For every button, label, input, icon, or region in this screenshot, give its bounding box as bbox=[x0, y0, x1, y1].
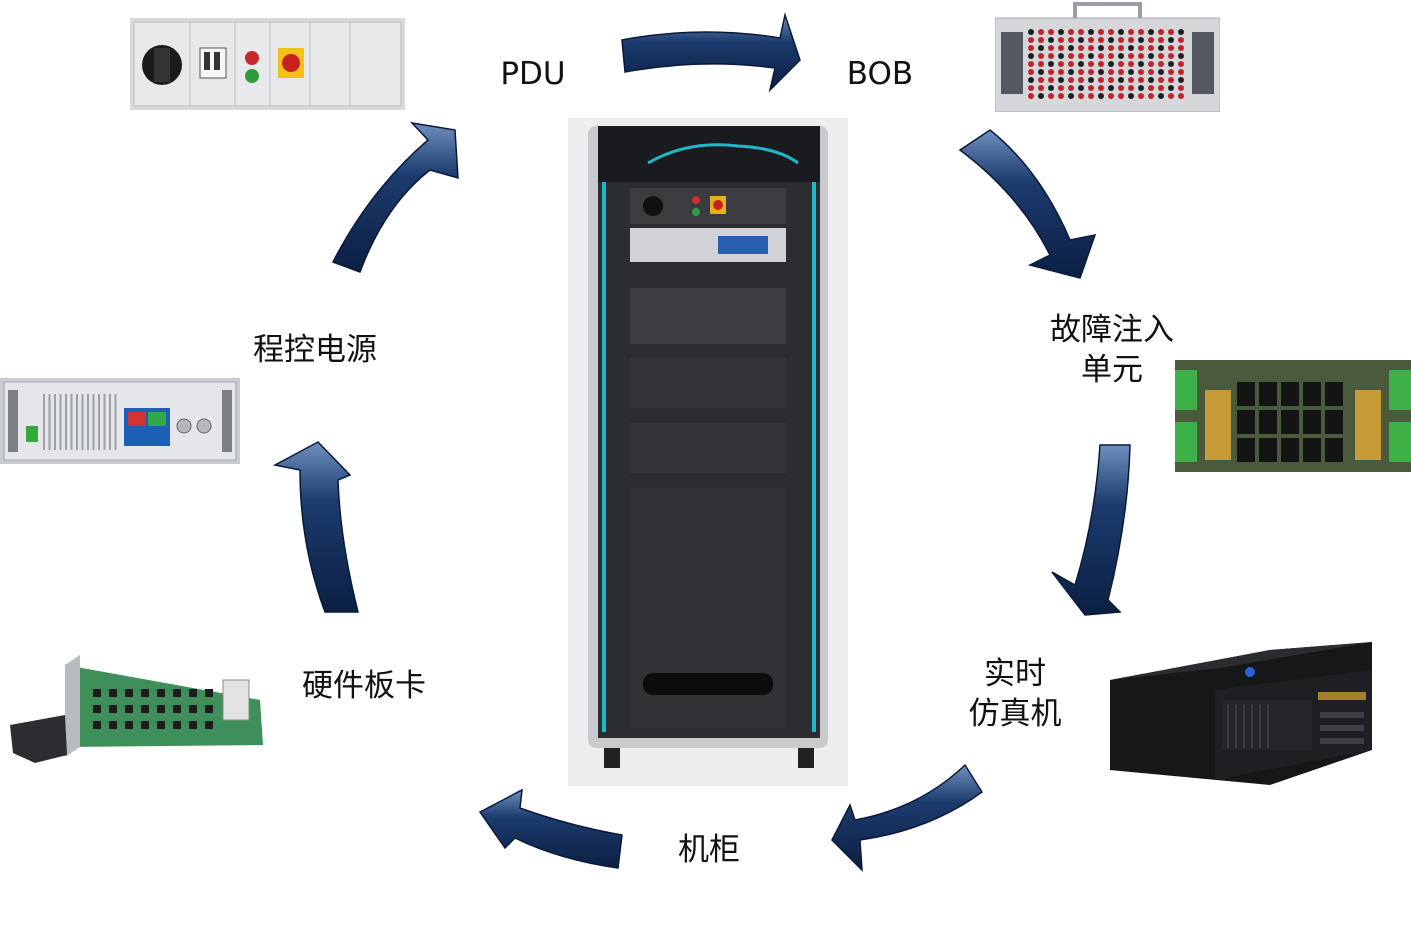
arrow-power-to-pdu bbox=[331, 121, 459, 273]
bob-device-image bbox=[995, 2, 1220, 112]
arrow-pdu-to-bob bbox=[621, 12, 801, 93]
label-hardware-board: 硬件板卡 bbox=[302, 668, 426, 704]
programmable-power-image bbox=[0, 378, 240, 464]
label-fault-line2: 单元 bbox=[1081, 352, 1143, 388]
label-realtime-line1: 实时 bbox=[984, 656, 1046, 692]
label-fault-injection: 故障注入 单元 bbox=[1040, 310, 1184, 390]
cabinet-image bbox=[568, 118, 848, 786]
pdu-device-image bbox=[130, 18, 405, 110]
realtime-simulator-image bbox=[1110, 642, 1372, 785]
label-realtime-line2: 仿真机 bbox=[968, 696, 1062, 732]
label-pdu: PDU bbox=[500, 56, 566, 92]
label-realtime-simulator: 实时 仿真机 bbox=[960, 654, 1070, 734]
arrow-cabinet-to-hardware bbox=[478, 788, 623, 869]
arrow-bob-to-fault bbox=[958, 129, 1097, 279]
arrow-fault-to-realtime bbox=[1051, 444, 1131, 616]
label-fault-line1: 故障注入 bbox=[1050, 312, 1174, 348]
label-cabinet: 机柜 bbox=[678, 832, 740, 868]
label-bob: BOB bbox=[846, 56, 914, 92]
label-programmable-power: 程控电源 bbox=[253, 332, 377, 368]
hardware-board-image bbox=[10, 655, 263, 763]
arrow-realtime-to-cabinet bbox=[831, 763, 984, 872]
fault-injection-device-image bbox=[1175, 360, 1411, 472]
arrow-hardware-to-power bbox=[272, 441, 359, 613]
